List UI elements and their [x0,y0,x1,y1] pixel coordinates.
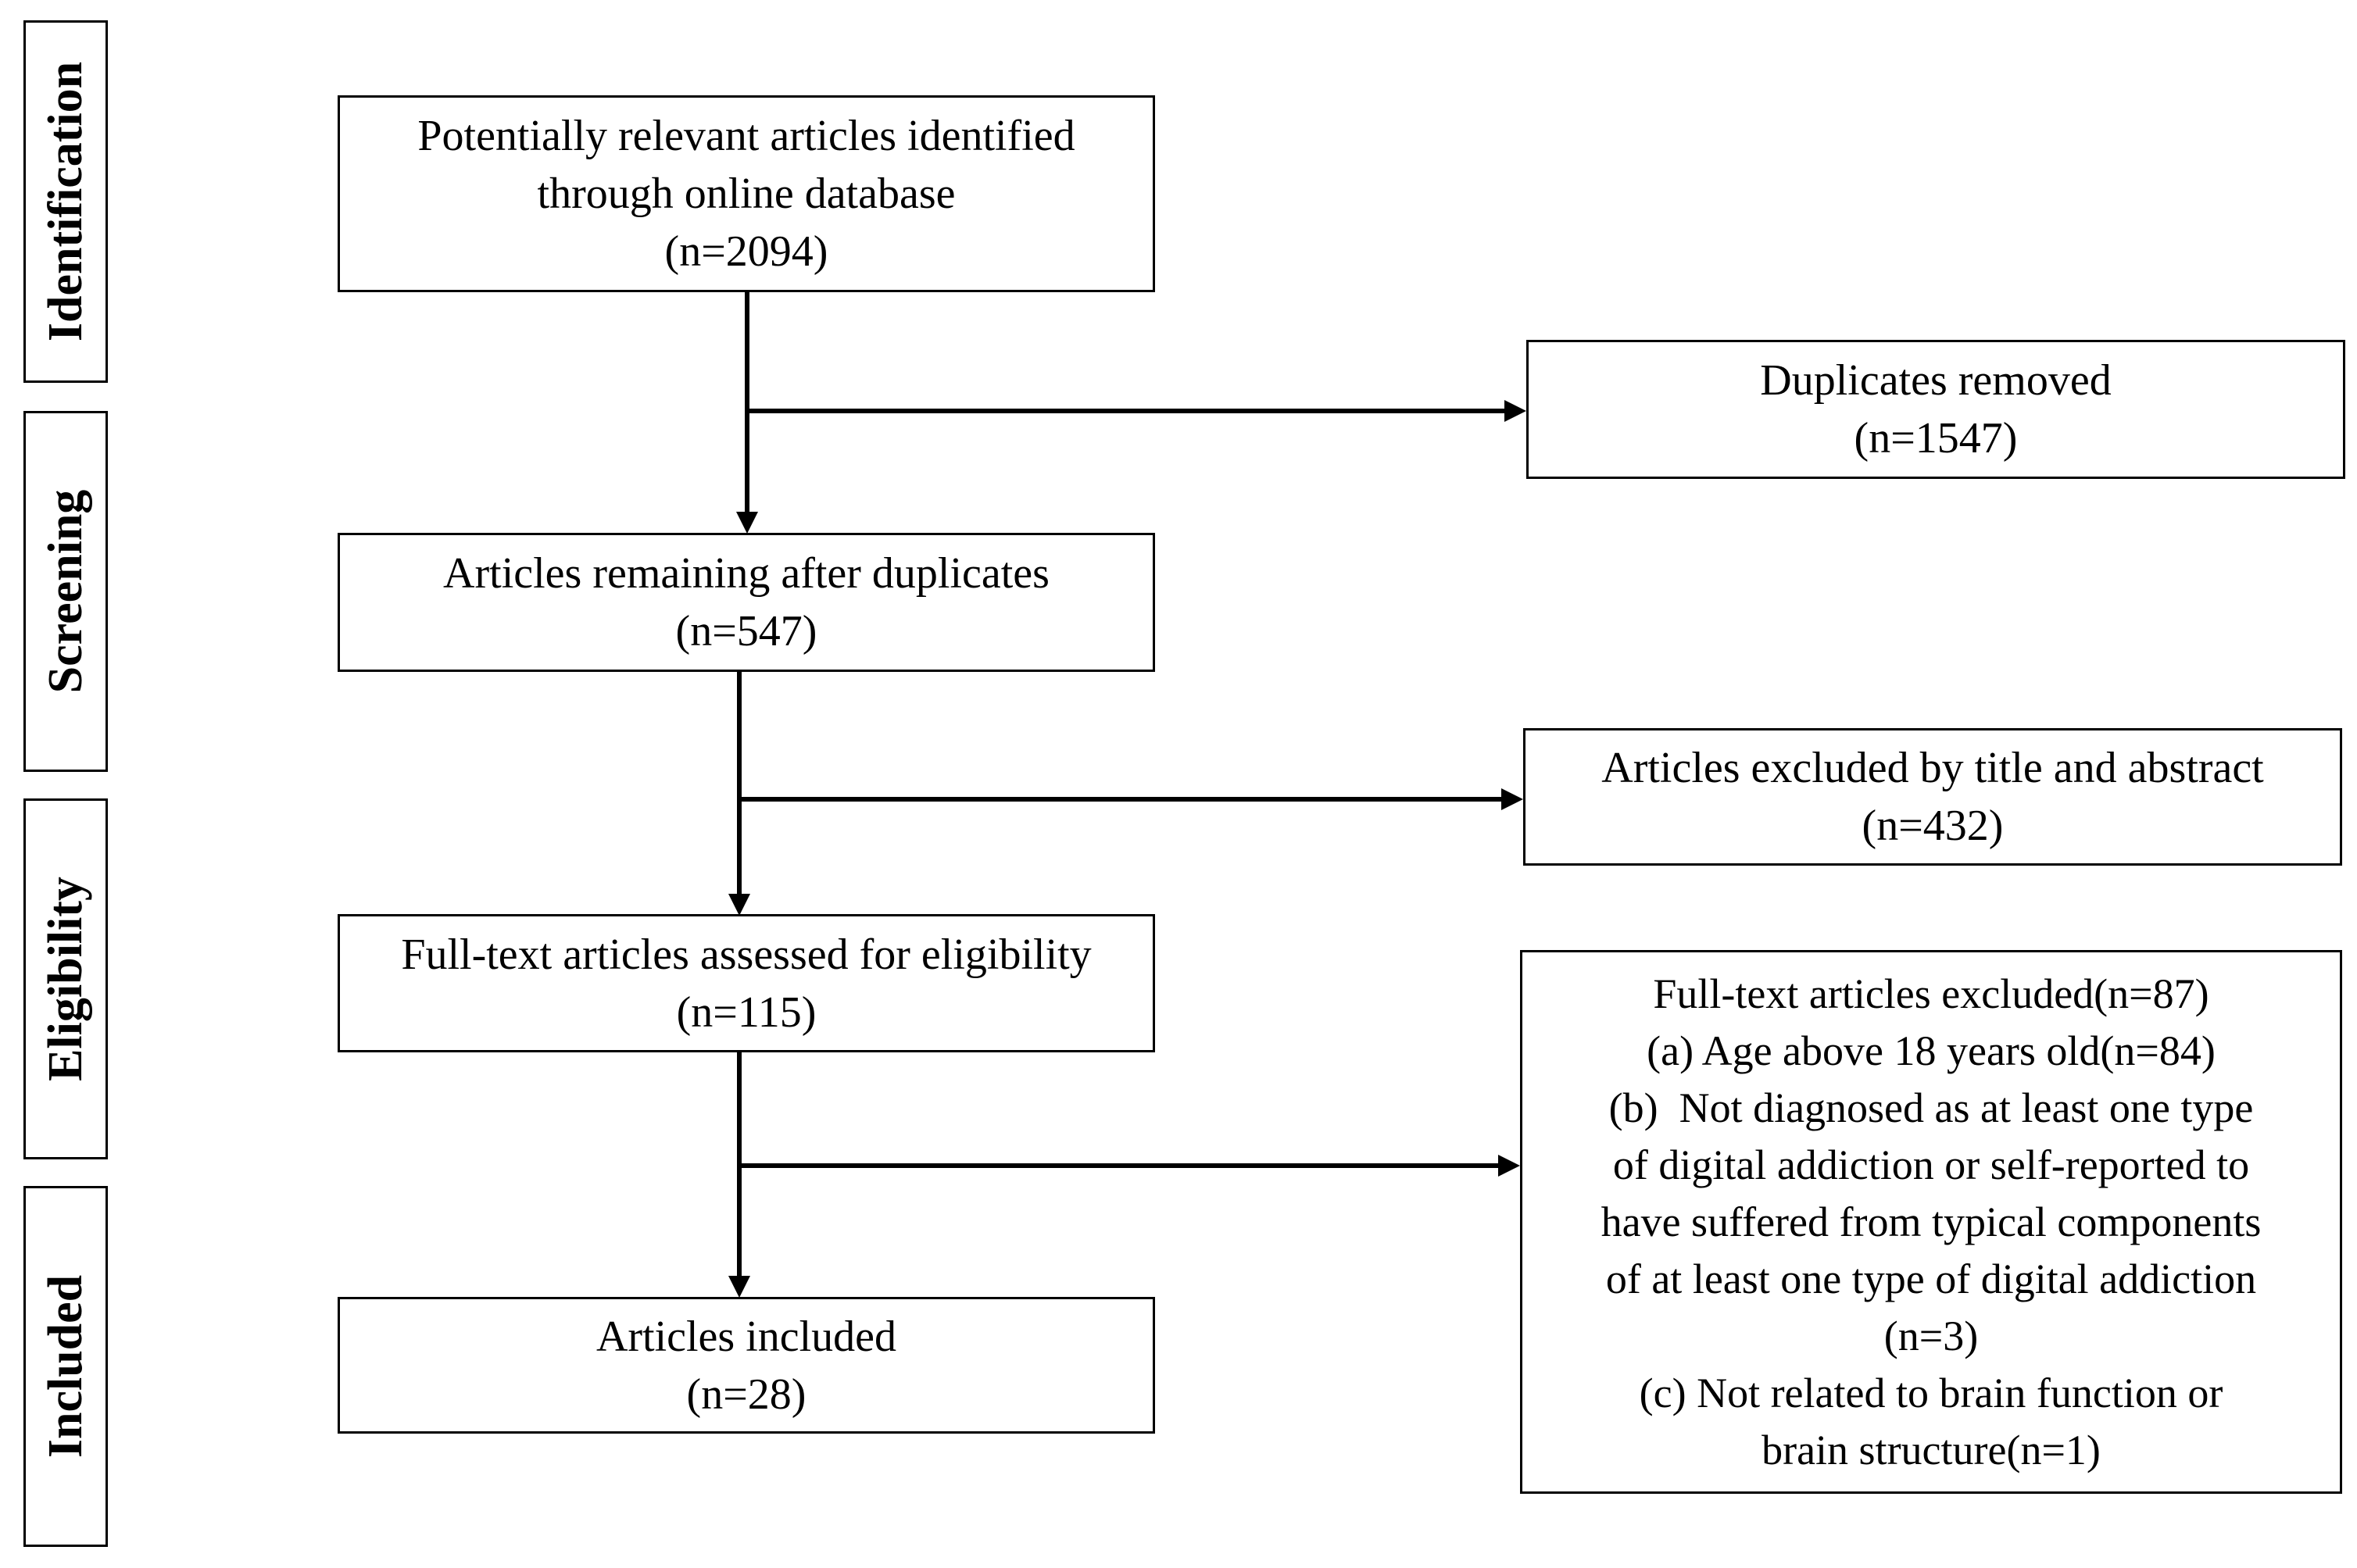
included-count: (n=28) [686,1370,807,1419]
full-text-assessed-count: (n=115) [676,988,817,1037]
stage-label-screening: Screening [23,411,108,772]
stage-label-identification: Identification [23,20,108,383]
arrowhead-down-assessed [728,894,750,916]
excluded-title-abstract-count: (n=432) [1862,802,2004,850]
arrowhead-down-included [728,1276,750,1298]
remaining-line1: Articles remaining after duplicates [443,549,1050,598]
arrowhead-down-remaining [736,512,758,534]
box-included: Articles included (n=28) [338,1297,1155,1434]
full-text-assessed-line1: Full-text articles assessed for eligibil… [401,930,1092,979]
stage-label-included: Included [23,1186,108,1547]
full-text-excluded-line9: brain structure(n=1) [1761,1426,2101,1473]
box-identified: Potentially relevant articles identified… [338,95,1155,292]
stage-label-eligibility: Eligibility [23,798,108,1159]
remaining-count: (n=547) [675,607,817,655]
arrowhead-right-fulltext-excluded [1498,1155,1520,1177]
duplicates-removed-line1: Duplicates removed [1760,356,2112,405]
full-text-excluded-line8: (c) Not related to brain function or [1639,1369,2223,1416]
duplicates-removed-count: (n=1547) [1854,414,2018,463]
full-text-excluded-line1: Full-text articles excluded(n=87) [1653,970,2209,1017]
full-text-excluded-line2: (a) Age above 18 years old(n=84) [1647,1027,2216,1074]
box-full-text-excluded: Full-text articles excluded(n=87) (a) Ag… [1520,950,2342,1494]
full-text-excluded-line5: have suffered from typical components [1601,1198,2262,1245]
full-text-excluded-line6: of at least one type of digital addictio… [1605,1255,2257,1302]
arrowhead-right-duplicates [1504,400,1526,422]
full-text-excluded-line3: (b) Not diagnosed as at least one type [1608,1084,2254,1131]
box-excluded-title-abstract: Articles excluded by title and abstract … [1523,728,2342,866]
box-duplicates-removed: Duplicates removed (n=1547) [1526,340,2345,479]
full-text-excluded-line4: of digital addiction or self-reported to [1612,1141,2250,1188]
included-line1: Articles included [596,1312,897,1361]
box-full-text-assessed: Full-text articles assessed for eligibil… [338,914,1155,1052]
arrowhead-right-excluded-title [1501,788,1523,810]
full-text-excluded-line7: (n=3) [1883,1312,1979,1359]
identified-count: (n=2094) [664,227,828,276]
box-remaining: Articles remaining after duplicates (n=5… [338,533,1155,672]
identified-line2: through online database [537,170,956,218]
identified-line1: Potentially relevant articles identified [417,112,1075,160]
excluded-title-abstract-line1: Articles excluded by title and abstract [1601,744,2264,792]
